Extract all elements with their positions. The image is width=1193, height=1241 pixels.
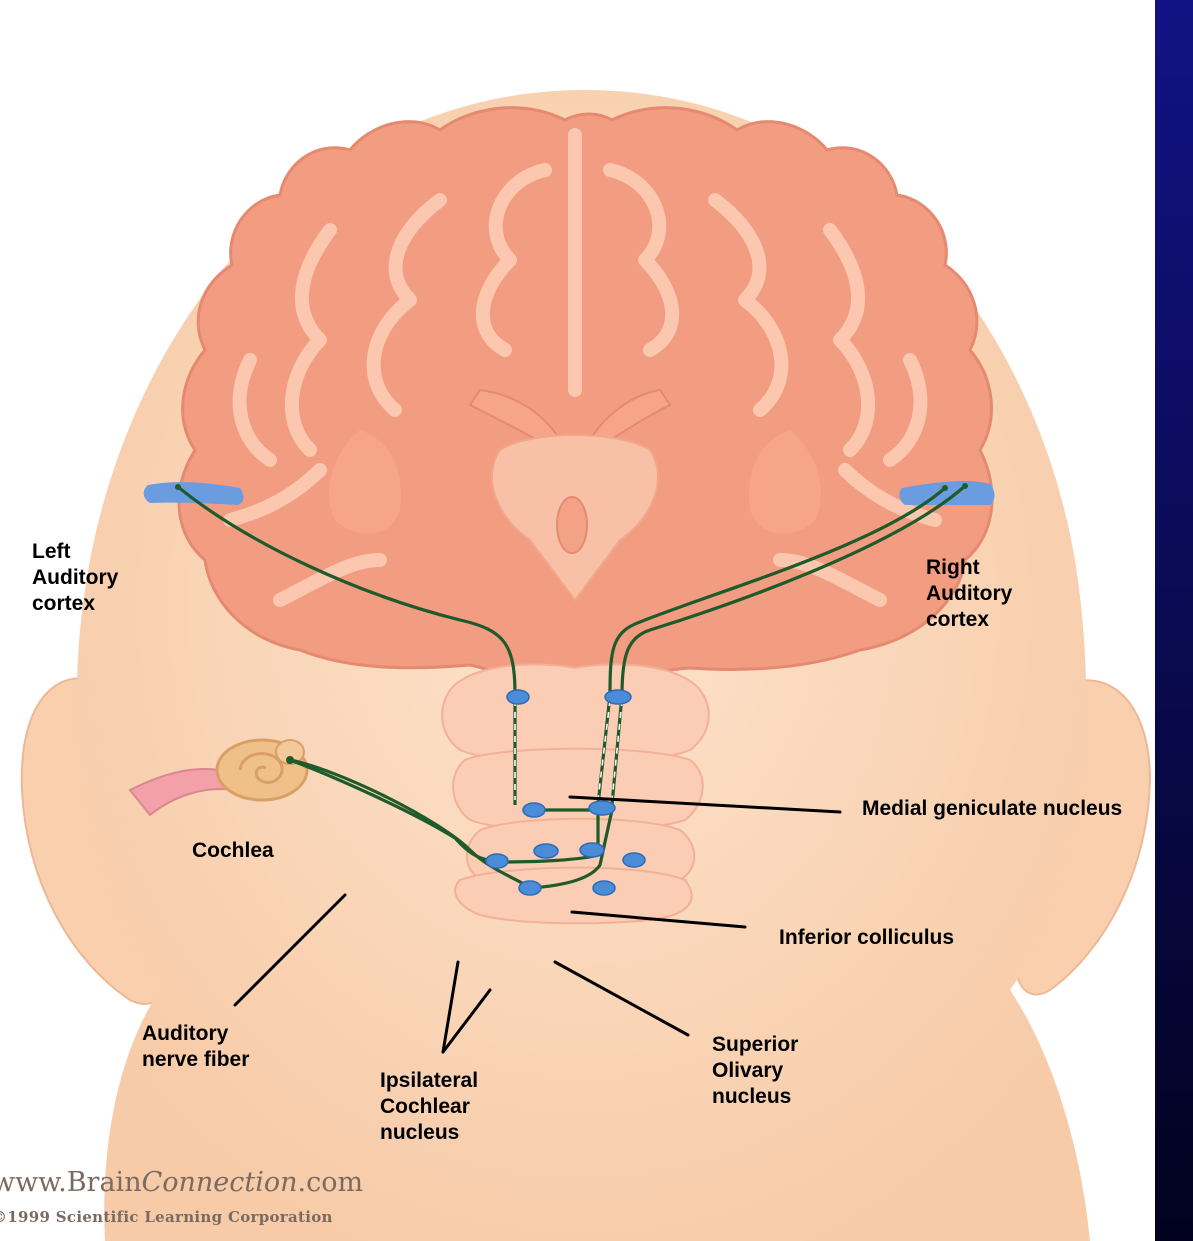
left-auditory-cortex-label: Left Auditory cortex: [32, 539, 118, 617]
watermark-site: www.BrainConnection.com: [0, 1167, 363, 1198]
auditory-nerve-label: Auditory nerve fiber: [142, 1021, 249, 1073]
cochlea-label: Cochlea: [192, 838, 274, 864]
cochlear-nucleus-label: Ipsilateral Cochlear nucleus: [380, 1068, 478, 1146]
superior-olivary-label: Superior Olivary nucleus: [712, 1032, 798, 1110]
watermark-copyright: ©1999 Scientific Learning Corporation: [0, 1208, 333, 1226]
inferior-colliculus-label: Inferior colliculus: [779, 925, 954, 951]
third-ventricle: [557, 497, 587, 553]
medulla: [455, 868, 691, 924]
side-panel: [1155, 0, 1193, 1241]
right-auditory-cortex-label: Right Auditory cortex: [926, 555, 1012, 633]
medial-geniculate-label: Medial geniculate nucleus: [862, 796, 1122, 822]
cochlea: [217, 740, 307, 800]
